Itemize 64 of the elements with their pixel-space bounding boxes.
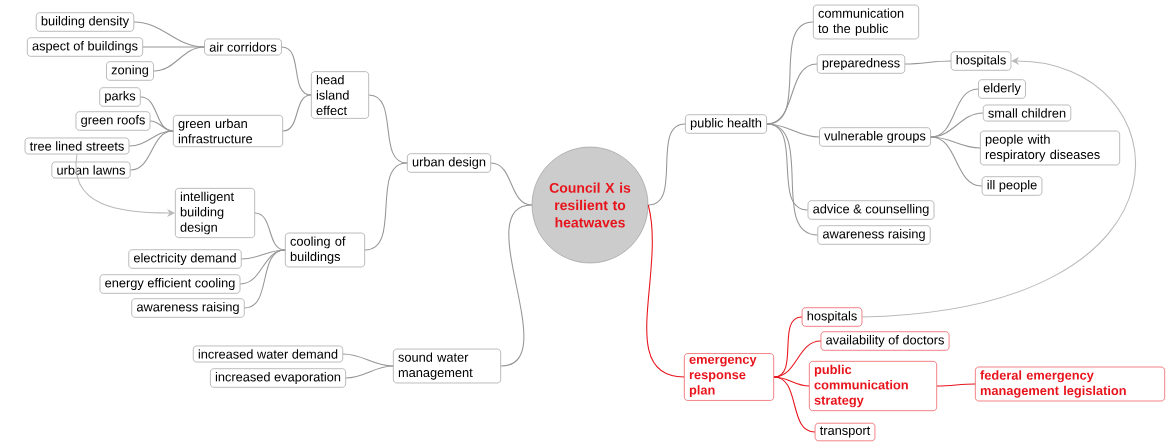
topic-box: increased water demand (193, 345, 344, 363)
branch-line (345, 365, 394, 379)
topic-box: hospitals (950, 51, 1012, 71)
branch-line (646, 204, 685, 378)
topic-box: availability of doctors (820, 331, 950, 351)
topic-box: vulnerable groups (819, 127, 931, 147)
branch-line (647, 123, 686, 206)
topic-box: green roofs (75, 111, 151, 131)
branch-line (904, 60, 952, 65)
branch-line (766, 63, 818, 125)
branch-line (930, 112, 984, 138)
branch-line (153, 46, 205, 72)
branch-line (368, 94, 408, 164)
topic-box: urban lawns (51, 161, 131, 179)
topic-box: public communication strategy (809, 361, 937, 411)
branch-line (773, 376, 810, 387)
topic-box: energy efficient cooling (99, 274, 241, 294)
branch-line (490, 162, 533, 206)
topic-box: urban design (407, 153, 491, 173)
topic-box: increased evaporation (210, 368, 346, 388)
topic-box: awareness raising (131, 298, 245, 318)
topic-box: federal emergency management legislation (975, 366, 1165, 402)
branch-line (342, 353, 394, 367)
topic-box: zoning (106, 61, 154, 81)
topic-box: hospitals (801, 307, 863, 327)
topic-box: intelligent building design (175, 188, 255, 238)
topic-box: ill people (981, 176, 1043, 196)
branch-line (364, 162, 408, 251)
topic-box: communication to the public (813, 4, 919, 40)
topic-box: building density (35, 12, 135, 32)
topic-box: sound water management (393, 348, 501, 384)
branch-line (930, 136, 983, 187)
topic-box: aspect of buildings (27, 37, 143, 57)
branch-line (930, 136, 981, 149)
topic-box: emergency response plan (684, 353, 774, 401)
branch-line (128, 130, 174, 147)
topic-box: tree lined streets (24, 137, 130, 155)
branch-line (241, 249, 286, 260)
topic-box: preparedness (816, 54, 906, 74)
topic-box: advice & counselling (807, 200, 935, 220)
topic-box: public health (685, 114, 767, 134)
branch-line (282, 94, 312, 132)
branch-line (142, 46, 205, 48)
topic-box: transport (814, 422, 876, 442)
branch-line (149, 120, 174, 132)
topic-box: head island effect (311, 71, 369, 119)
topic-box: green urban infrastructure (173, 115, 283, 147)
topic-box: awareness raising (817, 225, 931, 245)
topic-box: people with respiratory diseases (980, 130, 1120, 166)
branch-line (239, 249, 286, 285)
topic-box: electricity demand (128, 249, 242, 269)
topic-box: cooling of buildings (285, 232, 365, 268)
topic-box: elderly (978, 79, 1026, 99)
branch-line (244, 249, 286, 309)
branch-line (936, 383, 976, 387)
topic-box: air corridors (204, 38, 282, 56)
branch-line (129, 130, 174, 171)
branch-line (500, 204, 533, 367)
branch-line (773, 340, 822, 378)
branch-line (773, 376, 816, 433)
topic-box: small children (982, 104, 1072, 122)
topic-box: parks (99, 87, 141, 107)
branch-line (766, 123, 819, 236)
branch-line (281, 46, 312, 96)
